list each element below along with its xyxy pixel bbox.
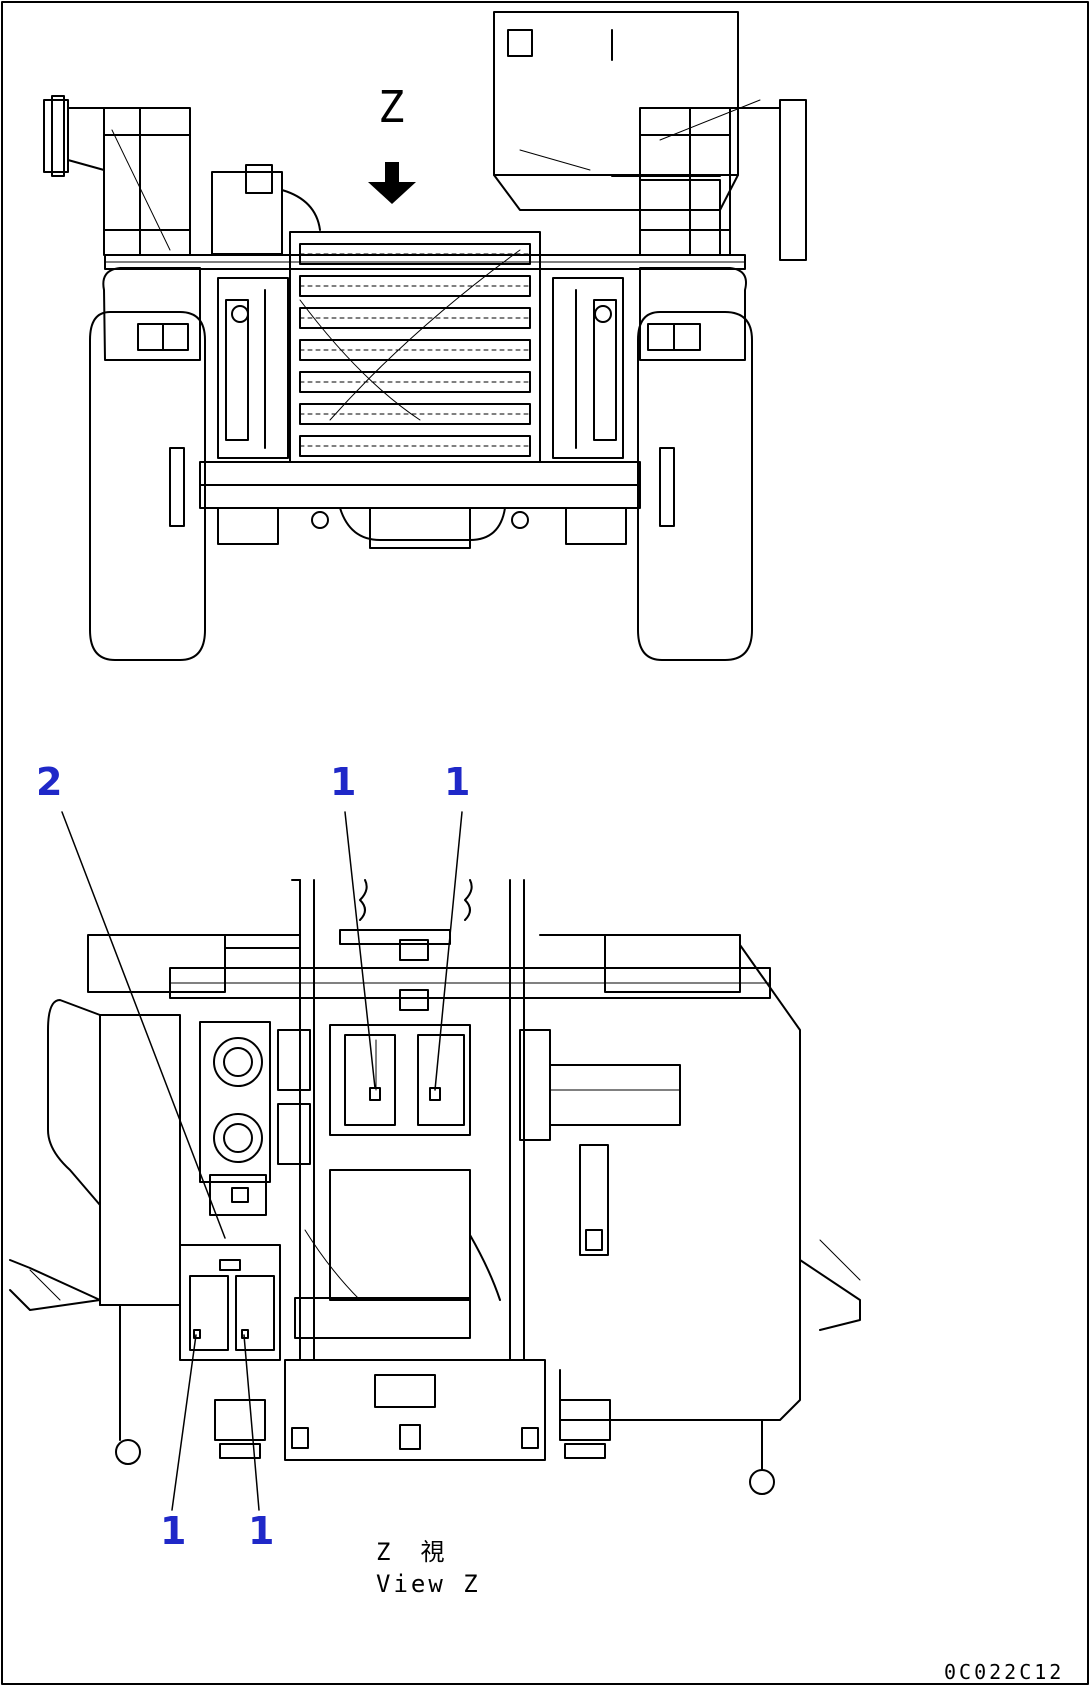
- left-rear-frame: [217, 277, 289, 459]
- plan-rear-bumper: [214, 1359, 611, 1461]
- callout-1-upper-right: 1: [444, 760, 471, 804]
- drawing-number: 0C022C12: [944, 1660, 1065, 1684]
- right-platform: [639, 99, 807, 361]
- leader-1a: [344, 811, 376, 1089]
- callout-1-lower-left: 1: [160, 1509, 187, 1553]
- leader-1d: [243, 1334, 260, 1511]
- right-rear-wheel: [637, 311, 753, 661]
- view-arrow: [368, 162, 416, 204]
- left-platform: [43, 95, 201, 361]
- operator-cab: [493, 11, 739, 256]
- right-deck-outline: [604, 934, 741, 993]
- view-label-en: View Z: [376, 1570, 481, 1598]
- leader-2: [61, 811, 226, 1239]
- air-cleaner: [211, 164, 321, 255]
- battery-box-center: [329, 1024, 471, 1136]
- plan-view: [9, 811, 861, 1511]
- callout-1-upper-left: 1: [330, 760, 357, 804]
- left-rear-wheel: [89, 311, 206, 661]
- view-arrow-label: Z: [378, 82, 405, 133]
- right-equipment: [519, 1029, 681, 1256]
- callout-2: 2: [36, 760, 63, 804]
- leader-1c: [171, 1334, 197, 1511]
- rear-bumper: [169, 447, 675, 549]
- leader-1b: [434, 811, 463, 1091]
- view-label-jp: Z 視: [376, 1538, 448, 1566]
- top-vehicle-rear-view: [43, 11, 807, 661]
- center-lower-box: [294, 1169, 501, 1339]
- right-rear-frame: [552, 277, 624, 459]
- left-deck-outline: [87, 934, 226, 993]
- left-tank-cluster: [199, 1021, 311, 1183]
- callout-1-lower-right: 1: [248, 1509, 275, 1553]
- leader-lines: [61, 811, 463, 1511]
- battery-box-left: [179, 1174, 281, 1361]
- radiator-grille: [289, 231, 541, 463]
